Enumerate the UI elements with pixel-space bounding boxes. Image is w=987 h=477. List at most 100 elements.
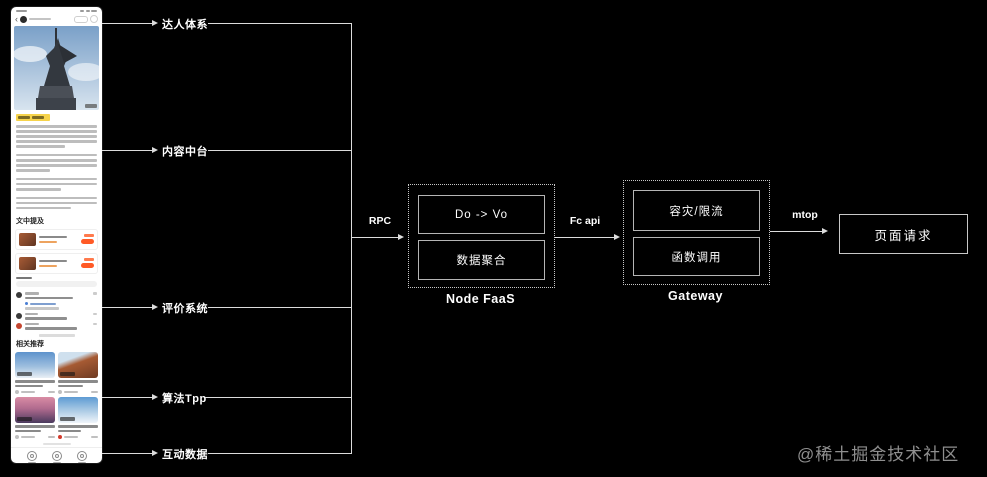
flow-line [102, 453, 152, 454]
product-thumbnail [19, 232, 36, 246]
related-card [15, 351, 55, 394]
card-label-overlay [17, 371, 32, 376]
comment-row [11, 311, 102, 321]
comment-avatar [16, 312, 22, 319]
flow-line [205, 397, 351, 398]
arrowhead-icon [822, 228, 828, 234]
flow-line [208, 150, 351, 151]
card-image-snow [58, 396, 98, 423]
flow-line [208, 453, 351, 454]
arrowhead-icon [398, 234, 404, 240]
reply-avatar [25, 302, 28, 306]
faas-box-do-vo: Do -> Vo [418, 195, 545, 234]
end-divider [42, 442, 71, 445]
section-title-related: 相关推荐 [16, 340, 44, 348]
card-label-overlay [60, 371, 75, 376]
card-image-roof [58, 351, 98, 378]
battery-icon [91, 10, 97, 12]
buy-button [81, 262, 94, 269]
flow-line [102, 307, 152, 308]
product-card [15, 252, 98, 274]
flow-line [208, 307, 351, 308]
status-icons [80, 10, 97, 12]
author-avatar [20, 15, 27, 23]
related-card [58, 351, 98, 394]
author-name [29, 17, 51, 21]
bottom-toolbar [11, 446, 102, 463]
arrowhead-icon [152, 147, 158, 153]
section-title-mentions: 文中提及 [16, 217, 44, 225]
rpc-arrow-line [352, 237, 398, 238]
buy-button [81, 238, 94, 245]
article-text [11, 124, 102, 214]
related-card [15, 396, 55, 439]
comment-avatar [16, 322, 22, 329]
like-circle-icon [76, 450, 87, 461]
product-thumbnail [19, 256, 36, 270]
related-grid [11, 351, 102, 439]
source-label-algo: 算法Tpp [162, 393, 207, 405]
mtop-arrow-line [770, 231, 822, 232]
arrowhead-icon [614, 234, 620, 240]
watermark: @稀土掘金技术社区 [797, 445, 960, 464]
share-icon [90, 15, 98, 23]
statue-photo [14, 26, 99, 110]
like-icon [93, 292, 97, 295]
load-more-bar [38, 333, 75, 337]
hero-image [14, 26, 99, 110]
source-label-interaction: 互动数据 [162, 449, 208, 461]
app-nav-bar: ‹ [11, 13, 102, 25]
comment-input [16, 281, 97, 288]
status-bar [11, 7, 102, 13]
card-avatar [58, 389, 62, 394]
phone-screenshot: ‹ [11, 7, 102, 463]
card-label-overlay [17, 416, 32, 421]
page-request-box: 页面请求 [839, 214, 968, 254]
like-count [48, 390, 55, 394]
gateway-box-disaster: 容灾/限流 [633, 190, 760, 231]
signal-icon [80, 10, 84, 12]
gateway-title: Gateway [668, 289, 723, 303]
card-avatar [58, 434, 62, 439]
comment-icon [51, 450, 62, 461]
like-icon [93, 312, 97, 316]
flow-line [102, 23, 152, 24]
image-tag-overlay [85, 104, 97, 108]
arrowhead-icon [152, 394, 158, 400]
card-image-church [15, 351, 55, 378]
related-card [58, 396, 98, 439]
follow-button [74, 15, 88, 23]
bus-line [351, 23, 352, 454]
comment-avatar [16, 292, 22, 299]
comment-row [11, 321, 102, 331]
flow-line [102, 397, 152, 398]
article-highlight-tag [16, 114, 50, 121]
card-label-overlay [60, 416, 75, 421]
arrowhead-icon [152, 20, 158, 26]
rpc-label: RPC [368, 215, 392, 227]
gateway-group: 容灾/限流 函数调用 [623, 180, 770, 285]
node-faas-title: Node FaaS [445, 292, 516, 306]
like-count [91, 435, 98, 439]
card-avatar [15, 434, 19, 439]
like-count [48, 435, 55, 439]
source-label-review: 评价系统 [162, 303, 208, 315]
like-icon [93, 322, 97, 326]
flow-line [208, 23, 351, 24]
fc-api-arrow-line [554, 237, 614, 238]
comments-header [16, 276, 32, 280]
mtop-label: mtop [792, 209, 818, 221]
source-label-content: 内容中台 [162, 146, 208, 158]
status-time [16, 10, 27, 12]
node-faas-group: Do -> Vo 数据聚合 [408, 184, 555, 288]
comment-row [11, 290, 102, 311]
like-count [91, 390, 98, 394]
arrowhead-icon [152, 304, 158, 310]
source-label-darens: 达人体系 [162, 19, 208, 31]
flow-line [102, 150, 152, 151]
faas-box-aggregate: 数据聚合 [418, 240, 545, 280]
card-avatar [15, 389, 19, 394]
star-icon [26, 450, 37, 461]
card-image-sunset [15, 396, 55, 423]
wifi-icon [85, 10, 90, 12]
